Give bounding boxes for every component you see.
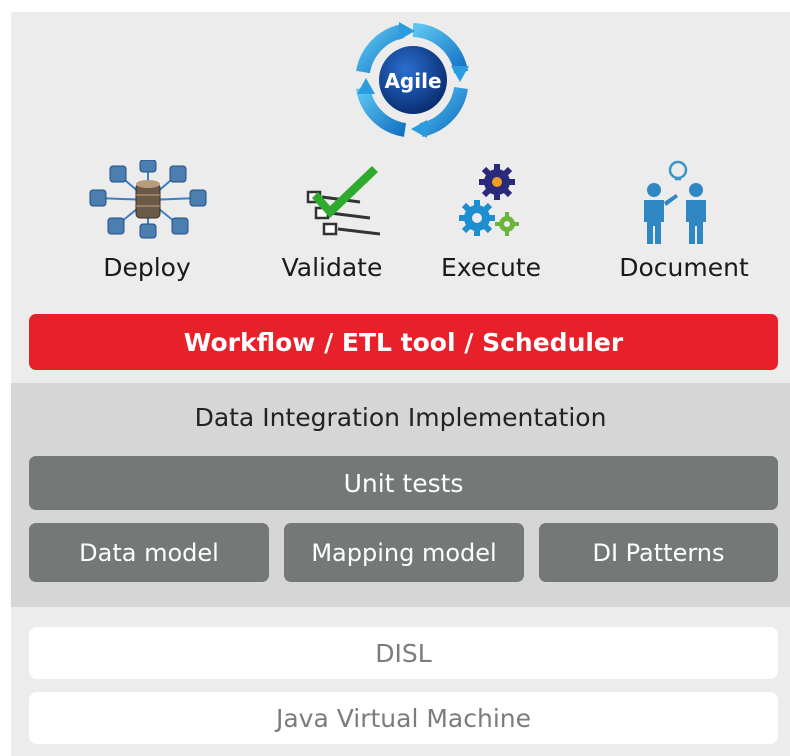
unit-tests-label: Unit tests <box>343 468 464 498</box>
mapping-model-box: Mapping model <box>284 523 524 582</box>
integration-heading: Data Integration Implementation <box>194 403 607 432</box>
step-label-validate: Validate <box>281 253 383 282</box>
data-model-box: Data model <box>29 523 269 582</box>
checklist-icon <box>306 166 381 236</box>
data-model-label: Data model <box>79 538 219 567</box>
unit-tests-bar: Unit tests <box>29 456 778 510</box>
di-patterns-label: DI Patterns <box>592 538 725 567</box>
disl-bar: DISL <box>29 627 778 679</box>
agile-cycle-icon: Agile <box>356 22 469 138</box>
agile-label: Agile <box>384 69 441 93</box>
step-label-document: Document <box>619 253 749 282</box>
step-label-deploy: Deploy <box>103 253 191 282</box>
people-idea-icon <box>644 160 706 244</box>
jvm-label: Java Virtual Machine <box>275 703 532 733</box>
database-network-icon <box>89 160 207 239</box>
workflow-bar-label: Workflow / ETL tool / Scheduler <box>183 327 624 357</box>
gears-icon <box>459 164 519 236</box>
workflow-etl-scheduler-bar: Workflow / ETL tool / Scheduler <box>29 314 778 370</box>
jvm-bar: Java Virtual Machine <box>29 692 778 744</box>
step-label-execute: Execute <box>441 253 541 282</box>
disl-label: DISL <box>375 638 432 668</box>
di-patterns-box: DI Patterns <box>539 523 778 582</box>
mapping-model-label: Mapping model <box>311 538 497 567</box>
